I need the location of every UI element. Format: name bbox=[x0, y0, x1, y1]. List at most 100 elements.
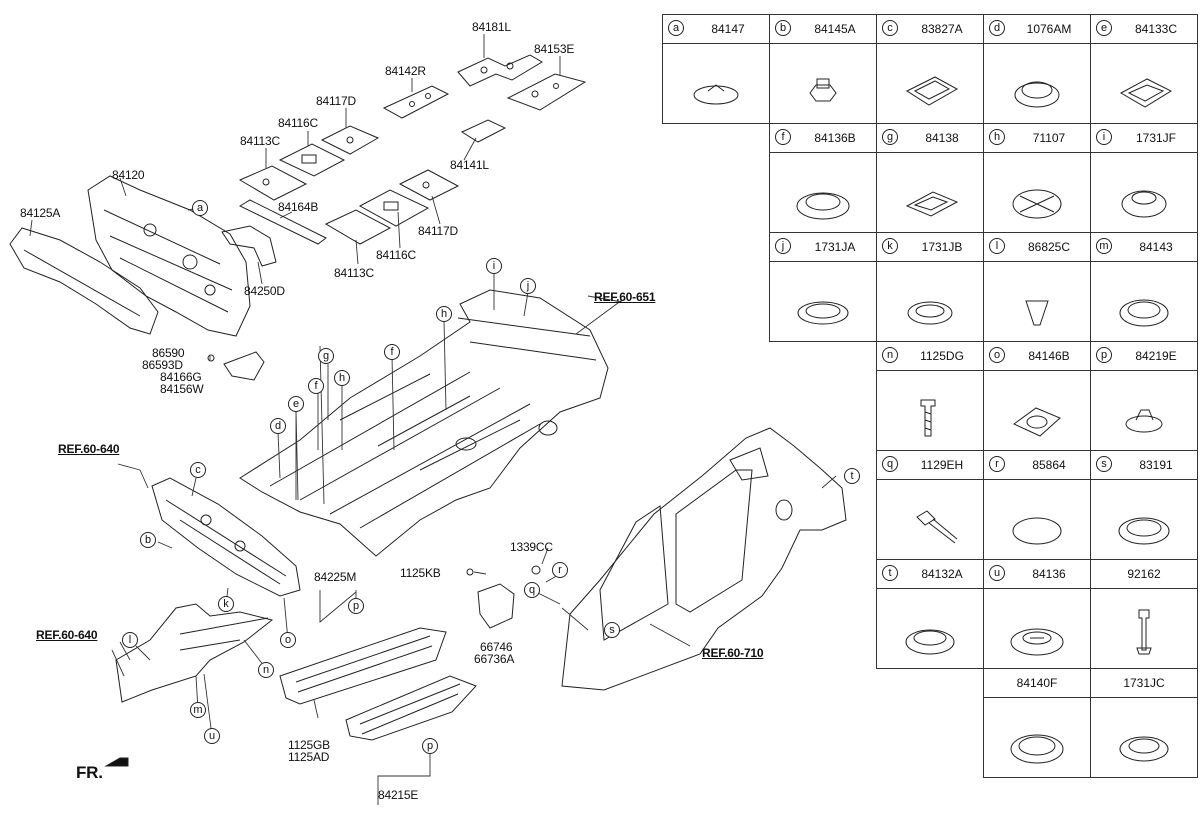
label-84141L: 84141L bbox=[450, 158, 489, 172]
front-label: FR. bbox=[76, 763, 103, 782]
label-84116C-a: 84116C bbox=[278, 116, 318, 130]
under-cover-84215E bbox=[345, 675, 477, 741]
callout-letter: t bbox=[882, 565, 898, 581]
part-drawing bbox=[916, 510, 958, 544]
part-drawing bbox=[1012, 517, 1062, 545]
ref-60-640-a: REF.60-640 bbox=[58, 442, 120, 456]
callout-l: l bbox=[122, 632, 138, 648]
part-number: 84146B bbox=[1028, 349, 1070, 363]
leader-lines bbox=[29, 34, 837, 805]
part-drawing bbox=[1136, 609, 1152, 655]
dash-panel-84120 bbox=[87, 175, 251, 337]
callout-c: c bbox=[190, 462, 206, 478]
part-number: 1731JA bbox=[814, 240, 856, 254]
part-drawing bbox=[1010, 734, 1064, 764]
strip-84164B bbox=[238, 199, 327, 245]
pad-84117D-a bbox=[320, 125, 380, 155]
part-number: 71107 bbox=[1032, 131, 1066, 145]
part-number: 1076AM bbox=[1026, 22, 1072, 36]
pad-84117D-b bbox=[398, 169, 460, 201]
label-84215E: 84215E bbox=[378, 788, 419, 802]
pad-84181L bbox=[457, 54, 543, 87]
callout-letter: o bbox=[989, 347, 1005, 363]
callout-f: f bbox=[384, 344, 400, 360]
callout-letter: a bbox=[668, 20, 684, 36]
part-number: 83827A bbox=[921, 22, 963, 36]
label-84142R: 84142R bbox=[385, 64, 426, 78]
label-84156W: 84156W bbox=[160, 382, 204, 396]
part-drawing bbox=[907, 301, 953, 325]
part-number: 84136 bbox=[1032, 567, 1066, 581]
callout-letter: n bbox=[882, 347, 898, 363]
part-number: 84136B bbox=[814, 131, 856, 145]
part-drawing bbox=[797, 301, 849, 325]
parts-cell-o: o 84146B bbox=[983, 341, 1091, 451]
part-number: 1129EH bbox=[920, 458, 964, 472]
part-drawing bbox=[1119, 736, 1169, 762]
parts-cell-k: k 1731JB bbox=[876, 232, 984, 342]
bracket-84250D bbox=[221, 225, 277, 267]
part-number: 84143 bbox=[1139, 240, 1173, 254]
callout-g: g bbox=[318, 348, 334, 364]
callout-letter: j bbox=[775, 238, 791, 254]
parts-cell-header: a 84147 bbox=[663, 15, 769, 44]
callout-p2: p bbox=[422, 738, 438, 754]
part-drawing bbox=[905, 191, 959, 217]
label-84166G: 84166G bbox=[160, 370, 202, 384]
callout-letter: k bbox=[882, 238, 898, 254]
callout-u: u bbox=[204, 728, 220, 744]
callout-h: h bbox=[436, 306, 452, 322]
front-arrow bbox=[104, 757, 129, 767]
ref-60-640-b: REF.60-640 bbox=[36, 628, 98, 642]
part-drawing bbox=[905, 76, 959, 106]
part-drawing bbox=[920, 399, 936, 437]
part-drawing bbox=[1012, 189, 1062, 219]
part-number: 84147 bbox=[711, 22, 745, 36]
parts-cell-header: j 1731JA bbox=[770, 233, 876, 262]
part-number: 92162 bbox=[1127, 567, 1161, 581]
callout-letter: l bbox=[989, 238, 1005, 254]
part-number: 1731JB bbox=[921, 240, 963, 254]
label-86593D: 86593D bbox=[142, 358, 183, 372]
callout-letter: g bbox=[882, 129, 898, 145]
label-84113C-a: 84113C bbox=[240, 134, 280, 148]
floor-pan bbox=[239, 289, 609, 557]
parts-cell-header: f 84136B bbox=[770, 124, 876, 153]
label-66746: 66746 bbox=[480, 640, 513, 654]
part-number: 84140F bbox=[1016, 676, 1058, 690]
part-drawing bbox=[1119, 78, 1173, 108]
ref-60-710: REF.60-710 bbox=[702, 646, 764, 660]
part-drawing bbox=[1119, 299, 1169, 327]
pad-84142R bbox=[382, 85, 450, 119]
label-1125KB: 1125KB bbox=[400, 566, 441, 580]
label-84113C-b: 84113C bbox=[334, 266, 374, 280]
parts-cell-header: o 84146B bbox=[984, 342, 1090, 371]
callout-a: a bbox=[192, 200, 208, 216]
parts-cell-1731JC: 1731JC bbox=[1090, 668, 1198, 778]
callout-i: i bbox=[486, 258, 502, 274]
bracket-66746 bbox=[466, 565, 541, 629]
part-drawing bbox=[1118, 517, 1170, 545]
callout-letter: i bbox=[1096, 129, 1112, 145]
pad-84116C-b bbox=[358, 189, 430, 227]
label-84116C-b: 84116C bbox=[376, 248, 416, 262]
label-1125GB: 1125GB bbox=[288, 738, 330, 752]
callout-r: r bbox=[552, 562, 568, 578]
part-drawing bbox=[796, 192, 850, 220]
callout-t: t bbox=[844, 468, 860, 484]
callout-letter: f bbox=[775, 129, 791, 145]
